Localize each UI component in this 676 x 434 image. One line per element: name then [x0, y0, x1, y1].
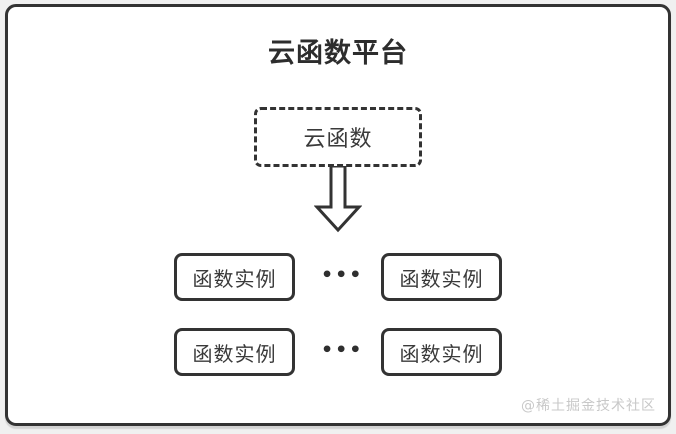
ellipsis-dots: ••• [321, 263, 364, 286]
function-instance-box: 函数实例 [381, 328, 502, 376]
function-instance-box: 函数实例 [174, 328, 295, 376]
function-instance-label: 函数实例 [192, 341, 277, 366]
cloud-function-node-label: 云函数 [303, 127, 373, 152]
watermark: @稀土掘金技术社区 [521, 398, 656, 414]
cloud-function-node: 云函数 [254, 107, 422, 167]
function-instance-box: 函数实例 [174, 253, 295, 301]
diagram-title: 云函数平台 [268, 38, 408, 69]
function-instance-label: 函数实例 [192, 266, 277, 291]
function-instance-box: 函数实例 [381, 253, 502, 301]
function-instance-label: 函数实例 [399, 341, 484, 366]
down-arrow-icon [314, 166, 362, 233]
function-instance-label: 函数实例 [399, 266, 484, 291]
platform-frame: 云函数平台 云函数 函数实例 ••• 函数实例 函数实例 ••• 函数实例 [5, 4, 671, 426]
instance-row: 函数实例 ••• 函数实例 [8, 328, 668, 376]
ellipsis-dots: ••• [321, 338, 364, 361]
instance-row: 函数实例 ••• 函数实例 [8, 253, 668, 301]
